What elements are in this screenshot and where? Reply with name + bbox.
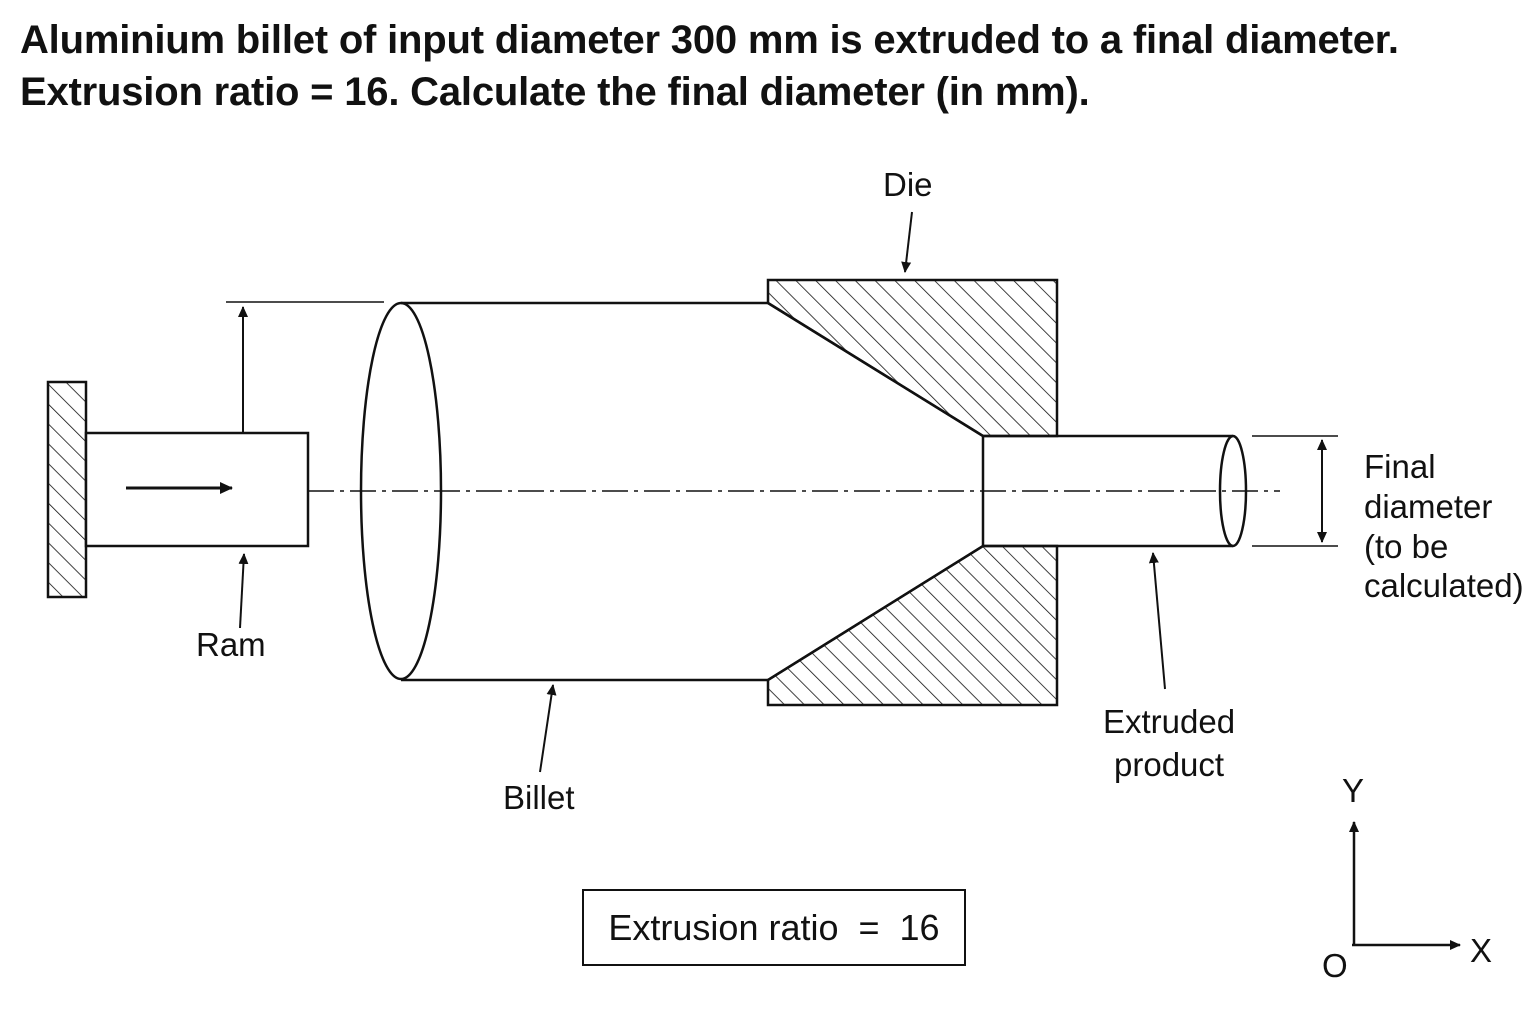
ram-leader [238, 553, 249, 629]
ram-label: Ram [196, 626, 266, 663]
billet-label: Billet [503, 779, 575, 816]
question-line-2: Extrusion ratio = 16. Calculate the fina… [20, 70, 1090, 114]
final-diameter-label-line-1: Final [1364, 448, 1436, 485]
y-axis-label: Y [1342, 772, 1364, 809]
die-bottom [766, 544, 1059, 707]
x-axis-label: X [1470, 932, 1492, 969]
extruded-product-label-line-1: Extruded [1103, 703, 1235, 740]
final-diameter-label-line-4: calculated) [1364, 567, 1524, 604]
extruded-product-end-face [1218, 434, 1248, 548]
die-label: Die [883, 166, 933, 203]
die-top [766, 278, 1059, 438]
billet-leader [539, 684, 557, 773]
ram-backing-plate [46, 380, 88, 599]
extrusion-ratio-box: Extrusion ratio = 16 [582, 889, 966, 966]
origin-label: O [1322, 947, 1348, 984]
final-diameter-label-line-2: diameter [1364, 488, 1492, 525]
extruded-product-leader [1148, 552, 1166, 690]
question-line-1: Aluminium billet of input diameter 300 m… [20, 18, 1399, 62]
question-text: Aluminium billet of input diameter 300 m… [20, 14, 1520, 118]
billet-end-face [359, 301, 443, 681]
die-leader [901, 211, 913, 273]
extruded-product-label-line-2: product [1114, 746, 1224, 783]
extrusion-ratio-text: Extrusion ratio = 16 [608, 906, 940, 948]
final-diameter-label-line-3: (to be [1364, 528, 1448, 565]
billet [401, 301, 985, 682]
extruded-product [983, 434, 1233, 548]
